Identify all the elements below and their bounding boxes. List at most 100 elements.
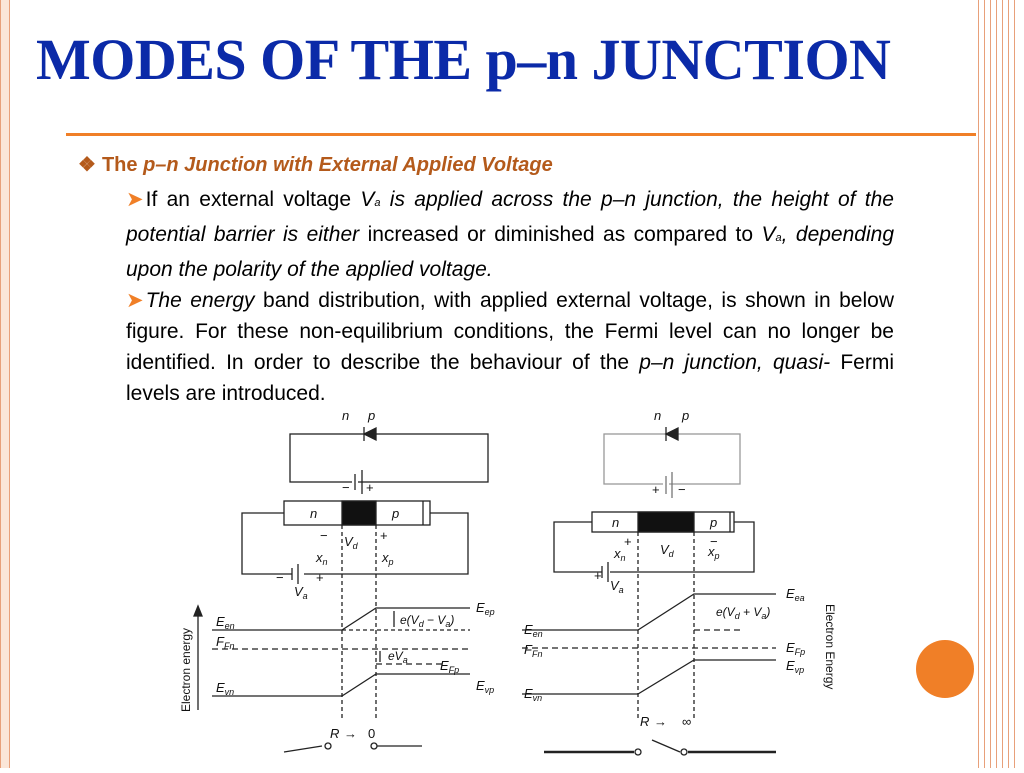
paragraph-2: ➤The energy band distribution, with appl… — [126, 285, 894, 409]
svg-text:n: n — [310, 506, 317, 521]
svg-text:+: + — [366, 480, 374, 495]
p1-v2: V — [761, 223, 776, 246]
r-xn-sub: n — [621, 553, 626, 563]
svg-text:Evn: Evn — [524, 686, 542, 703]
svg-text:Evp: Evp — [786, 658, 804, 675]
r-va-plus: + — [594, 568, 602, 583]
r-block-n: n — [612, 515, 619, 530]
svg-text:xp: xp — [381, 550, 394, 567]
l-evp-sub: vp — [485, 685, 495, 695]
r-battery-minus: − — [678, 482, 686, 497]
l-xn: x — [315, 550, 323, 565]
svg-text:Electron Energy: Electron Energy — [823, 604, 837, 689]
svg-text:Electron energy: Electron energy — [179, 628, 193, 712]
decorative-orange-circle — [916, 640, 974, 698]
p2-s1: The energy — [145, 289, 255, 312]
svg-text:n: n — [342, 408, 349, 423]
p2-s2: band distribution, with applied external… — [126, 289, 895, 374]
svg-text:Vd: Vd — [660, 542, 675, 559]
svg-text:+: + — [624, 534, 632, 549]
svg-text:Vd: Vd — [344, 534, 359, 551]
r-een-sub: en — [533, 629, 543, 639]
slide-title: MODES OF THE p–n JUNCTION — [36, 27, 891, 92]
svg-text:−: − — [276, 570, 284, 585]
l-vd: V — [344, 534, 354, 549]
r-diode-p: p — [681, 408, 689, 423]
r-y-axis-label: Electron Energy — [823, 604, 837, 689]
svg-text:n: n — [612, 515, 619, 530]
l-battery-plus: + — [366, 480, 374, 495]
svg-text:Evp: Evp — [476, 678, 494, 695]
figure-svg: n p − + n p − + Vd xn xp − + Va Electron… — [179, 408, 837, 756]
l-r-arrow: → — [344, 726, 357, 741]
svg-text:xn: xn — [315, 550, 328, 567]
svg-text:−: − — [678, 482, 686, 497]
r-battery-plus: + — [652, 482, 660, 497]
r-diode-n: n — [654, 408, 661, 423]
l-va-sub: a — [303, 591, 308, 601]
right-border-stripes — [974, 0, 1024, 768]
svg-text:EFp: EFp — [786, 640, 805, 657]
left-valence-band — [212, 673, 470, 697]
l-va-plus: + — [316, 570, 324, 585]
svg-text:e(Vd + Va): e(Vd + Va) — [716, 605, 770, 621]
r-va-sub: a — [619, 585, 624, 595]
l-barrier-close: ) — [448, 613, 454, 627]
r-xp-sub: p — [714, 551, 720, 561]
r-eea: E — [786, 586, 795, 601]
l-minus: − — [320, 528, 328, 543]
r-vd: V — [660, 542, 670, 557]
svg-text:Evn: Evn — [216, 680, 234, 697]
svg-text:p: p — [709, 515, 717, 530]
pn-junction-figure: n p − + n p − + Vd xn xp − + Va Electron… — [170, 400, 850, 768]
r-xp: x — [707, 544, 715, 559]
r-evn-sub: vn — [533, 693, 543, 703]
l-diode-n: n — [342, 408, 349, 423]
p2-s3: p–n junction, quasi- — [639, 351, 831, 374]
l-evn-sub: vn — [225, 687, 235, 697]
r-evp: E — [786, 658, 795, 673]
l-y-axis-label: Electron energy — [179, 628, 193, 712]
arrow-bullet-icon: ➤ — [126, 188, 144, 211]
l-ffn-sub: Fn — [224, 641, 235, 651]
l-barrier-d: d — [419, 619, 425, 629]
svg-text:−: − — [710, 534, 718, 549]
l-eep-sub: ep — [485, 607, 495, 617]
svg-text:Va: Va — [610, 578, 624, 595]
svg-text:FFn: FFn — [216, 634, 234, 651]
p2-s4: Fermi levels are introduced. — [126, 351, 895, 405]
svg-text:xn: xn — [613, 546, 626, 563]
left-diode-icon — [362, 426, 377, 442]
l-xp-sub: p — [388, 557, 394, 567]
svg-text:Een: Een — [216, 614, 235, 631]
l-ffn: F — [216, 634, 225, 649]
svg-text:→: → — [654, 714, 667, 729]
r-barrier-mid: + V — [740, 605, 763, 619]
right-depletion-region — [637, 511, 695, 533]
l-efp-sub: Fp — [449, 665, 460, 675]
r-block-p: p — [709, 515, 717, 530]
r-r-label: R — [640, 714, 649, 729]
svg-text:EFp: EFp — [440, 658, 459, 675]
right-conduction-band — [522, 593, 776, 631]
l-diode-p: p — [367, 408, 375, 423]
r-barrier-label: e(V — [716, 605, 736, 619]
section-heading: ❖The p–n Junction with External Applied … — [78, 152, 553, 177]
r-efp-sub: Fp — [795, 647, 806, 657]
p1-s1: If an external voltage — [145, 188, 361, 211]
r-minus: − — [710, 534, 718, 549]
svg-text:+: + — [652, 482, 660, 497]
svg-text:Eep: Eep — [476, 600, 495, 617]
p1-v2-sub: a — [775, 232, 782, 244]
title-underline — [66, 133, 976, 136]
svg-text:FFn: FFn — [524, 642, 542, 659]
svg-text:p: p — [391, 506, 399, 521]
body-text: ➤If an external voltage Va is applied ac… — [126, 184, 894, 409]
svg-text:∞: ∞ — [682, 714, 691, 729]
l-xp: x — [381, 550, 389, 565]
svg-text:+: + — [316, 570, 324, 585]
svg-text:e(Vd − Va): e(Vd − Va) — [400, 613, 454, 629]
r-eea-sub: ea — [795, 593, 805, 603]
l-evp: E — [476, 678, 485, 693]
p1-s4: , depending upon the polarity of the app… — [126, 223, 894, 281]
